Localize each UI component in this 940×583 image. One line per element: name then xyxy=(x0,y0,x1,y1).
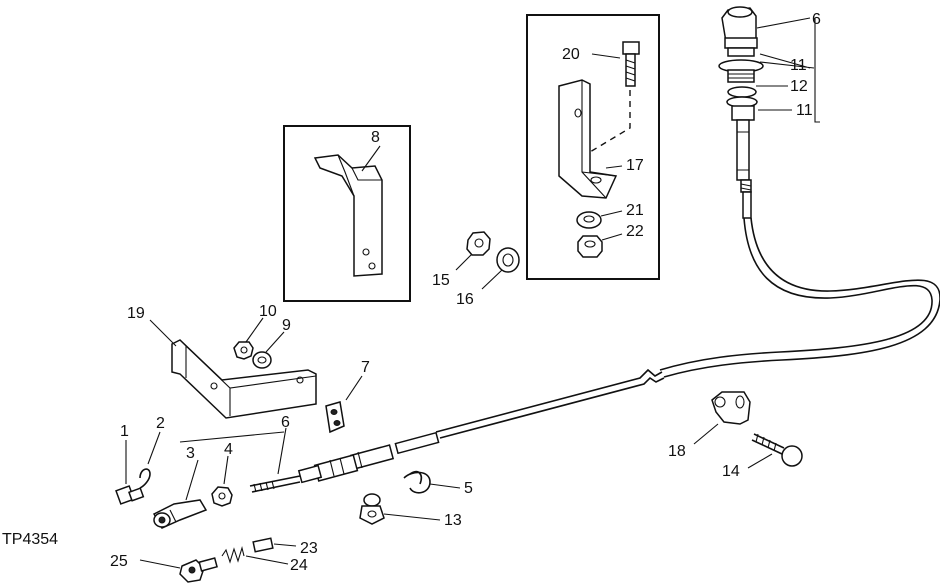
lock-washer-part-9 xyxy=(252,351,272,369)
figure-id: TP4354 xyxy=(2,531,58,548)
washer-part-16 xyxy=(496,247,520,273)
bracket-part-19 xyxy=(171,339,317,419)
callout-19: 19 xyxy=(127,305,145,322)
callout-9: 9 xyxy=(282,317,291,334)
callout-15: 15 xyxy=(432,272,450,289)
callout-18: 18 xyxy=(668,443,686,460)
inset-box-angle-bracket xyxy=(526,14,660,280)
callout-14: 14 xyxy=(722,463,740,480)
callout-3: 3 xyxy=(186,445,195,462)
callout-11-lower: 11 xyxy=(796,102,813,119)
clip-part-7 xyxy=(325,401,345,434)
callout-16: 16 xyxy=(456,291,474,308)
sleeve-part-23 xyxy=(252,537,274,553)
callout-24: 24 xyxy=(290,557,308,574)
inset-box-bracket xyxy=(283,125,411,302)
clevis-part-3 xyxy=(152,499,208,529)
clamp-part-18 xyxy=(711,391,751,425)
nut-part-4 xyxy=(211,486,233,507)
callout-5: 5 xyxy=(464,480,473,497)
callout-25: 25 xyxy=(110,553,128,570)
pin-part-13 xyxy=(359,493,385,525)
ball-joint-part-14 xyxy=(751,433,803,467)
callout-2: 2 xyxy=(156,415,165,432)
callout-11-upper: 11 xyxy=(790,57,807,74)
callout-13: 13 xyxy=(444,512,462,529)
callout-12: 12 xyxy=(790,78,808,95)
swivel-part-25 xyxy=(179,557,218,583)
callout-6-top: 6 xyxy=(812,11,821,28)
nut-part-22 xyxy=(577,235,603,258)
callout-17: 17 xyxy=(626,157,644,174)
angle-bracket-part-17 xyxy=(558,79,618,199)
callout-4: 4 xyxy=(224,441,233,458)
callout-1: 1 xyxy=(120,423,129,440)
callout-7: 7 xyxy=(361,359,370,376)
nut-part-10 xyxy=(233,341,254,360)
bracket-part-8 xyxy=(313,154,383,277)
callout-6-lower: 6 xyxy=(281,414,290,431)
callout-10: 10 xyxy=(259,303,277,320)
bolt-part-1 xyxy=(115,485,145,505)
callout-22: 22 xyxy=(626,223,644,240)
nut-part-15 xyxy=(466,231,491,256)
spring-clip-part-5 xyxy=(403,470,431,494)
callout-21: 21 xyxy=(626,202,644,219)
spring-part-24 xyxy=(221,545,245,564)
cotter-pin-part-2 xyxy=(139,468,151,489)
bolt-part-20 xyxy=(622,41,640,87)
callout-20: 20 xyxy=(562,46,580,63)
callout-23: 23 xyxy=(300,540,318,557)
lock-washer-part-21 xyxy=(576,211,602,229)
callout-8: 8 xyxy=(371,129,380,146)
